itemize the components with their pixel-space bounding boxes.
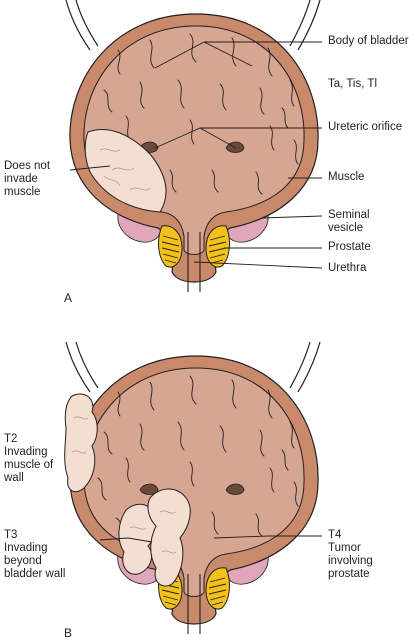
label-t3: T3 Invading beyond bladder wall <box>4 529 66 580</box>
label-t2: T2 Invading muscle of wall <box>4 433 54 484</box>
label-body-of-bladder: Body of bladder <box>328 35 409 47</box>
panel-a-superficial-tumor <box>84 128 167 213</box>
label-t4: T4 Tumor involving prostate <box>328 529 373 580</box>
panel-a-bladder <box>65 0 323 293</box>
label-ureteric-orifice: Ureteric orifice <box>328 121 403 133</box>
panel-b-t4-tumor <box>147 488 191 587</box>
label-ta-tis-t1: Ta, Tis, Tl <box>328 78 377 90</box>
panel-b-letter: B <box>64 626 73 640</box>
label-urethra: Urethra <box>328 262 367 274</box>
panel-b-bladder <box>64 341 322 635</box>
label-muscle: Muscle <box>328 171 365 183</box>
label-prostate: Prostate <box>328 241 371 253</box>
panel-b-t2-tumor <box>64 393 98 493</box>
label-seminal-vesicle: Seminal vesicle <box>328 209 370 234</box>
panel-a-letter: A <box>64 291 73 305</box>
label-does-not-invade-muscle: Does not invade muscle <box>4 160 51 198</box>
